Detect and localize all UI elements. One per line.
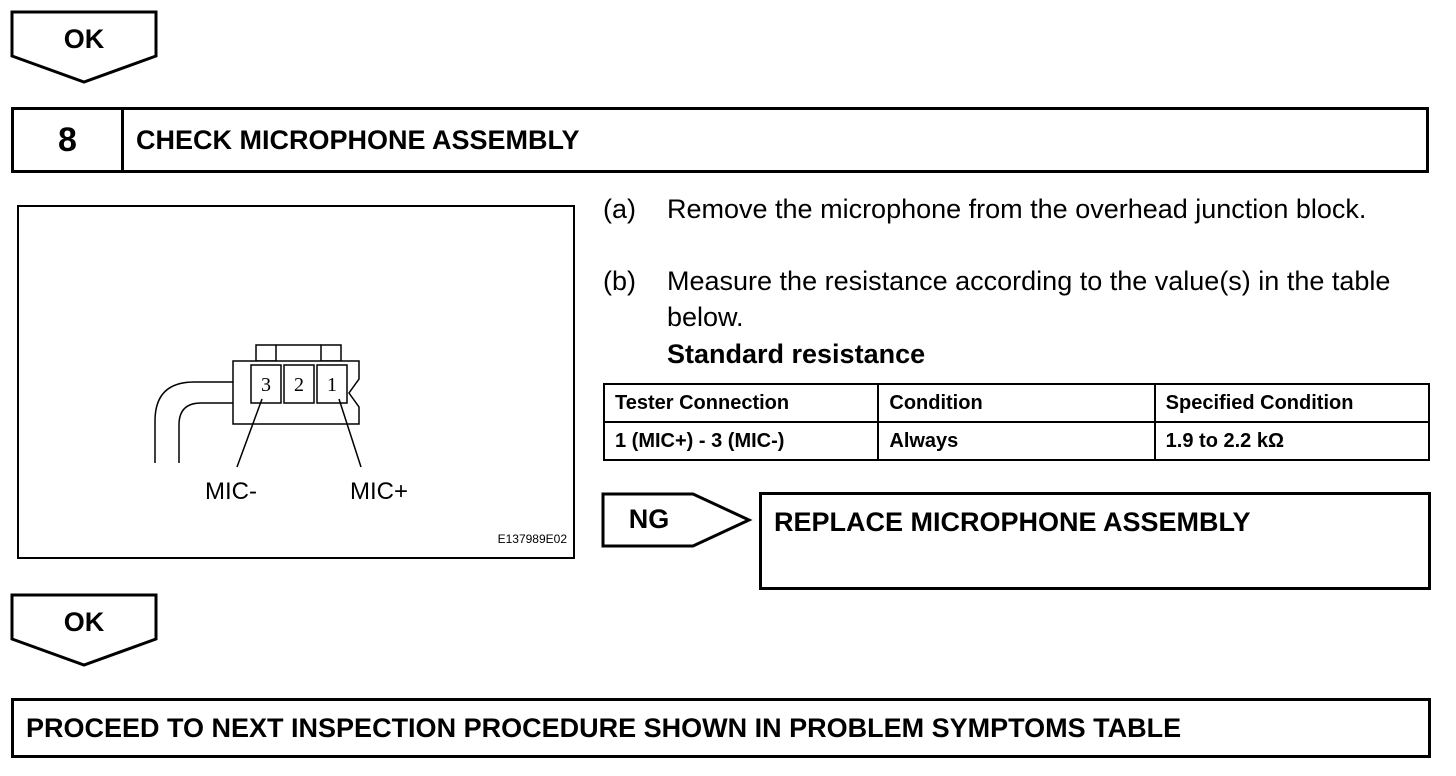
standard-resistance-label: Standard resistance: [667, 339, 926, 369]
table-header-cell: Condition: [877, 383, 1156, 423]
step-title: CHECK MICROPHONE ASSEMBLY: [136, 124, 580, 155]
table-header-cell: Tester Connection: [602, 383, 880, 423]
instruction-b-text: Measure the resistance according to the …: [667, 266, 1391, 332]
mic-minus-label: MIC-: [205, 478, 257, 505]
ng-label: NG: [628, 504, 670, 534]
proceed-text: PROCEED TO NEXT INSPECTION PROCEDURE SHO…: [26, 712, 1182, 743]
proceed-box: PROCEED TO NEXT INSPECTION PROCEDURE SHO…: [11, 698, 1431, 758]
instruction-a-text: Remove the microphone from the overhead …: [667, 194, 1367, 224]
spec-table: Tester Connection Condition Specified Co…: [602, 383, 1431, 461]
step-header: 8 CHECK MICROPHONE ASSEMBLY: [11, 107, 1429, 173]
ok-arrow-top-shape: [10, 10, 158, 84]
table-cell: Always: [877, 421, 1156, 461]
ok-label-top: OK: [63, 24, 105, 54]
connector-figure: 3 2 1 MIC- MIC+ E137989E02: [17, 205, 575, 559]
pin-label-2: 2: [294, 374, 304, 396]
table-row: 1 (MIC+) - 3 (MIC-) Always 1.9 to 2.2 kΩ: [602, 421, 1431, 461]
replace-action-box: REPLACE MICROPHONE ASSEMBLY: [759, 492, 1431, 590]
instruction-b-label: (b): [603, 266, 636, 296]
table-cell: 1.9 to 2.2 kΩ: [1153, 421, 1431, 461]
table-header-cell: Specified Condition: [1153, 383, 1431, 423]
connector-diagram: 3 2 1 MIC- MIC+ E137989E02: [154, 344, 568, 546]
mic-plus-label: MIC+: [350, 478, 408, 505]
figure-code: E137989E02: [498, 532, 568, 546]
ok-label-bottom: OK: [63, 607, 105, 637]
ng-arrow-shape: [601, 492, 753, 548]
table-header-row: Tester Connection Condition Specified Co…: [602, 383, 1431, 423]
ok-arrow-bottom-shape: [10, 593, 158, 667]
step-number: 8: [14, 110, 124, 170]
pin-label-1: 1: [327, 374, 337, 396]
replace-action-text: REPLACE MICROPHONE ASSEMBLY: [774, 507, 1251, 537]
table-cell: 1 (MIC+) - 3 (MIC-): [602, 421, 880, 461]
pin-label-3: 3: [261, 374, 271, 396]
instruction-a-label: (a): [603, 194, 636, 224]
